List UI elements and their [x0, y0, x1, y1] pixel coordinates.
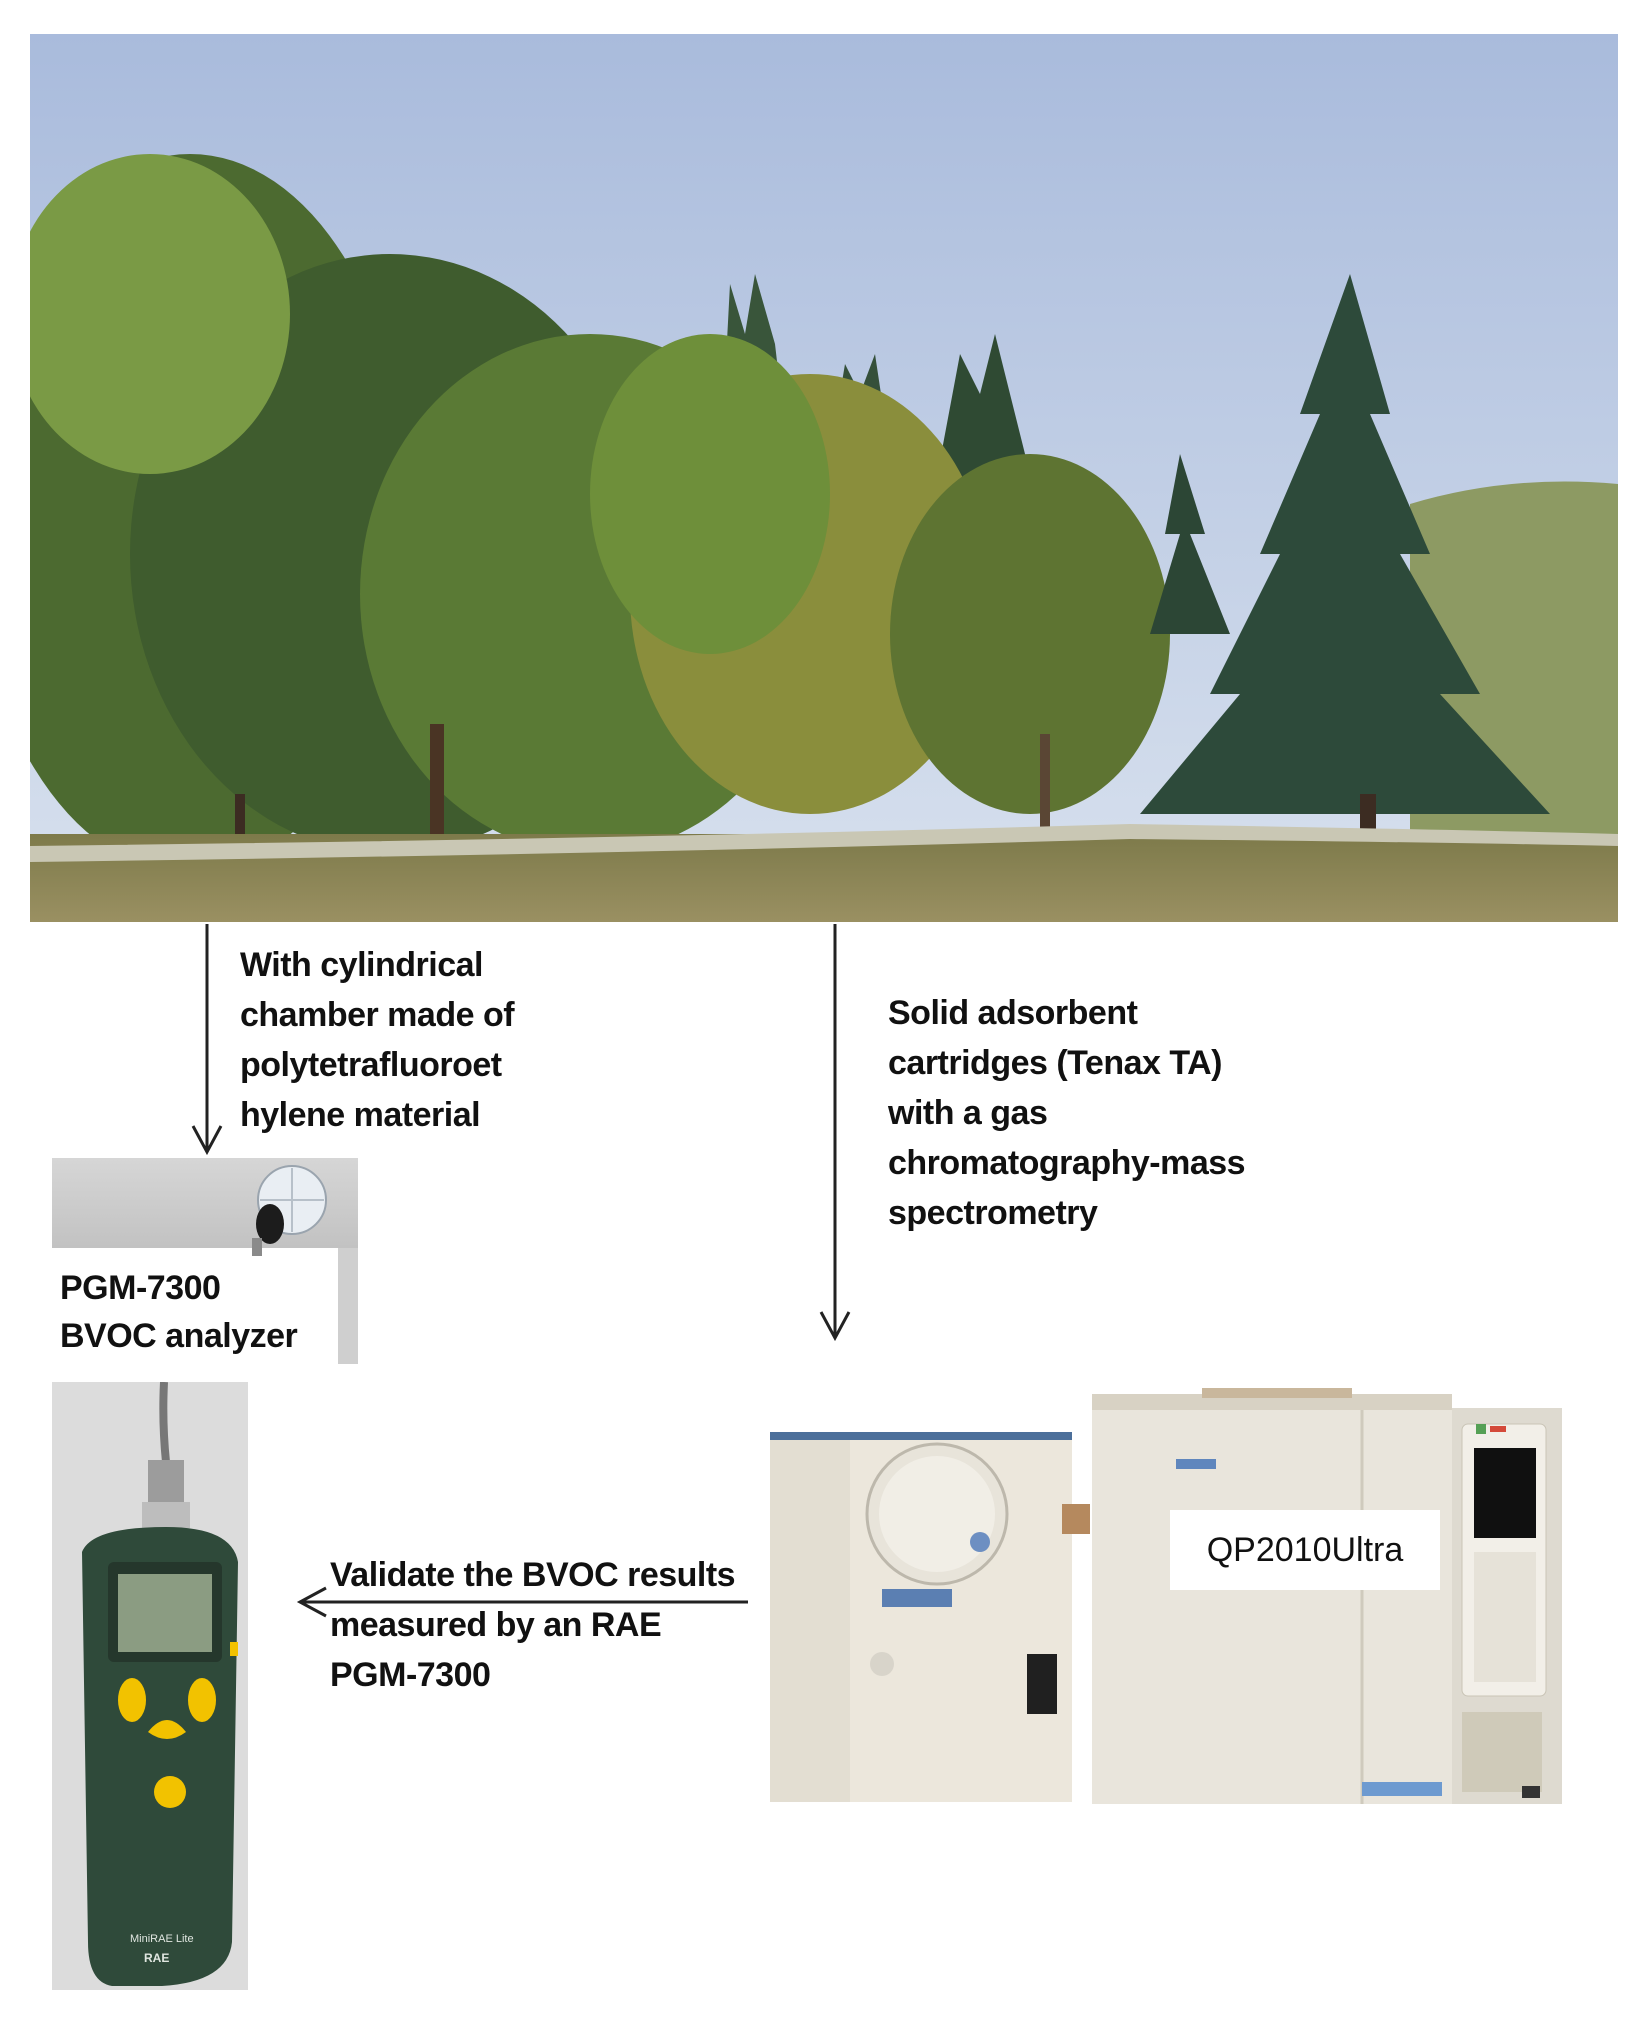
chamber-inset-graphic [52, 1158, 358, 1364]
chamber-inset-label: PGM-7300 BVOC analyzer [60, 1269, 298, 1355]
cartridge-note: Solid adsorbent cartridges (Tenax TA) wi… [888, 994, 1246, 1232]
arrow-to-handheld-head [296, 1586, 327, 1618]
arrow-to-chamber-head [191, 1125, 223, 1156]
gcms-label: QP2010Ultra [1206, 1530, 1404, 1569]
arrow-to-gcms-head [819, 1311, 851, 1342]
chamber-note: With cylindrical chamber made of polytet… [240, 946, 515, 1134]
gcms-label-box: QP2010Ultra [1170, 1510, 1440, 1590]
handheld-brand-text: MiniRAE Lite [130, 1933, 194, 1945]
chamber-inset-photo: PGM-7300 BVOC analyzer [52, 1158, 358, 1364]
gcms-instrument-photo [770, 1388, 1562, 1804]
validate-note: Validate the BVOC results measured by an… [330, 1556, 736, 1694]
pgm-7300-handheld-photo: MiniRAE Lite RAE [52, 1382, 248, 1990]
forest-park-photo [30, 34, 1618, 922]
handheld-logo-text: RAE [144, 1951, 169, 1965]
